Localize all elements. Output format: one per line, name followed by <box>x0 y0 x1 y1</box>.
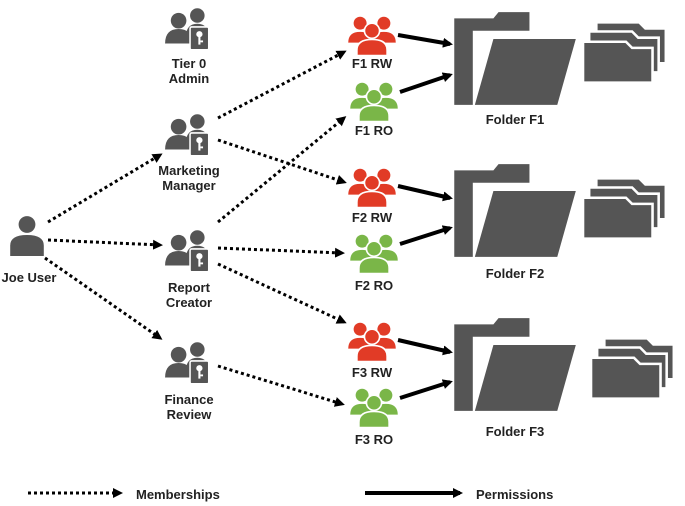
folder-f2-label: Folder F2 <box>485 266 545 281</box>
f2-rw-group-icon <box>347 167 397 208</box>
folder-f3-icon <box>454 318 576 411</box>
file-stack-f3-icon <box>590 337 676 400</box>
membership-arrow-user-marketing <box>47 153 163 224</box>
permission-arrow-f2rw-folder2 <box>397 184 453 202</box>
finance-review-icon <box>164 341 210 385</box>
report-creator-label: Report Creator <box>165 280 213 310</box>
folder-f3-label: Folder F3 <box>485 424 545 439</box>
legend-permissions-label: Permissions <box>476 487 554 502</box>
permission-arrow-f1ro-folder1 <box>399 72 453 94</box>
permission-arrow-f1rw-folder1 <box>397 33 453 48</box>
permission-arrow-f2ro-folder2 <box>399 225 453 246</box>
marketing-manager-label: Marketing Manager <box>158 163 220 193</box>
tier0-admin-icon <box>164 7 210 51</box>
folder-f1-icon <box>454 12 576 105</box>
folder-f2-icon <box>454 164 576 257</box>
person-icon <box>10 216 44 256</box>
permission-arrows <box>397 33 453 400</box>
legend-memberships-label: Memberships <box>136 487 220 502</box>
membership-arrow-finance-f3ro <box>217 364 345 407</box>
f3-rw-group-icon <box>347 321 397 362</box>
f2-rw-label: F2 RW <box>351 210 393 225</box>
marketing-manager-icon <box>164 113 210 157</box>
f1-ro-label: F1 RO <box>354 123 394 138</box>
finance-review-label: Finance Review <box>164 392 214 422</box>
report-creator-icon <box>164 229 210 273</box>
f1-rw-label: F1 RW <box>351 56 393 71</box>
f3-ro-group-icon <box>349 387 399 428</box>
file-stack-f1-icon <box>582 21 668 84</box>
folder-f1-label: Folder F1 <box>485 112 545 127</box>
permission-arrow-f3rw-folder3 <box>397 338 453 356</box>
f2-ro-label: F2 RO <box>354 278 394 293</box>
membership-arrow-report-f1ro <box>217 116 347 224</box>
user-node <box>10 216 44 256</box>
f3-rw-label: F3 RW <box>351 365 393 380</box>
f3-ro-label: F3 RO <box>354 432 394 447</box>
f1-rw-group-icon <box>347 15 397 56</box>
membership-arrow-user-finance <box>44 256 163 340</box>
f1-ro-group-icon <box>349 81 399 122</box>
tier0-admin-label: Tier 0 Admin <box>168 56 210 86</box>
f2-ro-group-icon <box>349 233 399 274</box>
file-stack-f2-icon <box>582 177 668 240</box>
membership-arrows <box>44 50 347 407</box>
permission-arrow-f3ro-folder3 <box>399 379 453 400</box>
membership-arrow-report-f3rw <box>217 262 347 324</box>
membership-arrow-marketing-f2rw <box>217 138 347 185</box>
user-label: Joe User <box>1 270 57 285</box>
membership-arrow-marketing-f1rw <box>217 50 347 120</box>
folders <box>454 12 676 411</box>
membership-arrow-report-f2ro <box>217 246 345 258</box>
membership-arrow-user-report <box>47 238 163 250</box>
